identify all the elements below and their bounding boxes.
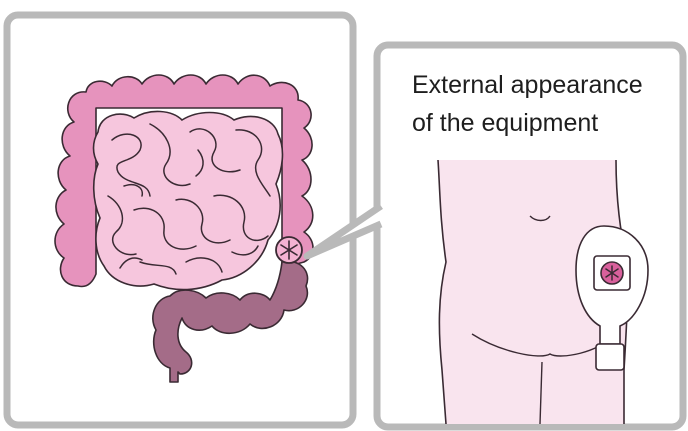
small-intestine (94, 111, 283, 289)
stoma-marker (276, 237, 302, 263)
caption-line-1: External appearance (412, 66, 682, 104)
callout-caption: External appearance of the equipment (412, 66, 682, 142)
caption-line-2: of the equipment (412, 104, 682, 142)
